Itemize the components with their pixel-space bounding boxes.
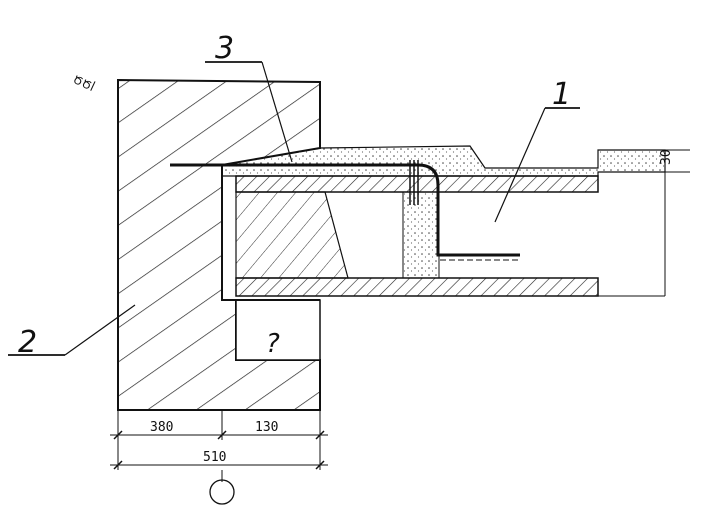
corner-text: ԾԾꟾ (71, 73, 97, 94)
dim-total-width: 510 (203, 450, 226, 465)
dim-top-layer: 30 (659, 149, 674, 165)
anchor-rebar (170, 160, 520, 261)
brick-wall (117, 78, 321, 411)
callout-slab: 1 (552, 77, 571, 112)
axis-marker-circle (209, 479, 235, 505)
dim-slab-bearing: 130 (255, 420, 278, 435)
callout-rebar: 3 (215, 31, 234, 66)
leader-lines (8, 61, 580, 356)
dimension-lines (110, 149, 690, 482)
callout-wall: 2 (18, 325, 37, 360)
dim-wall-thickness: 380 (150, 420, 173, 435)
unclear-mark: ? (266, 329, 280, 359)
hollow-slab (221, 150, 666, 301)
